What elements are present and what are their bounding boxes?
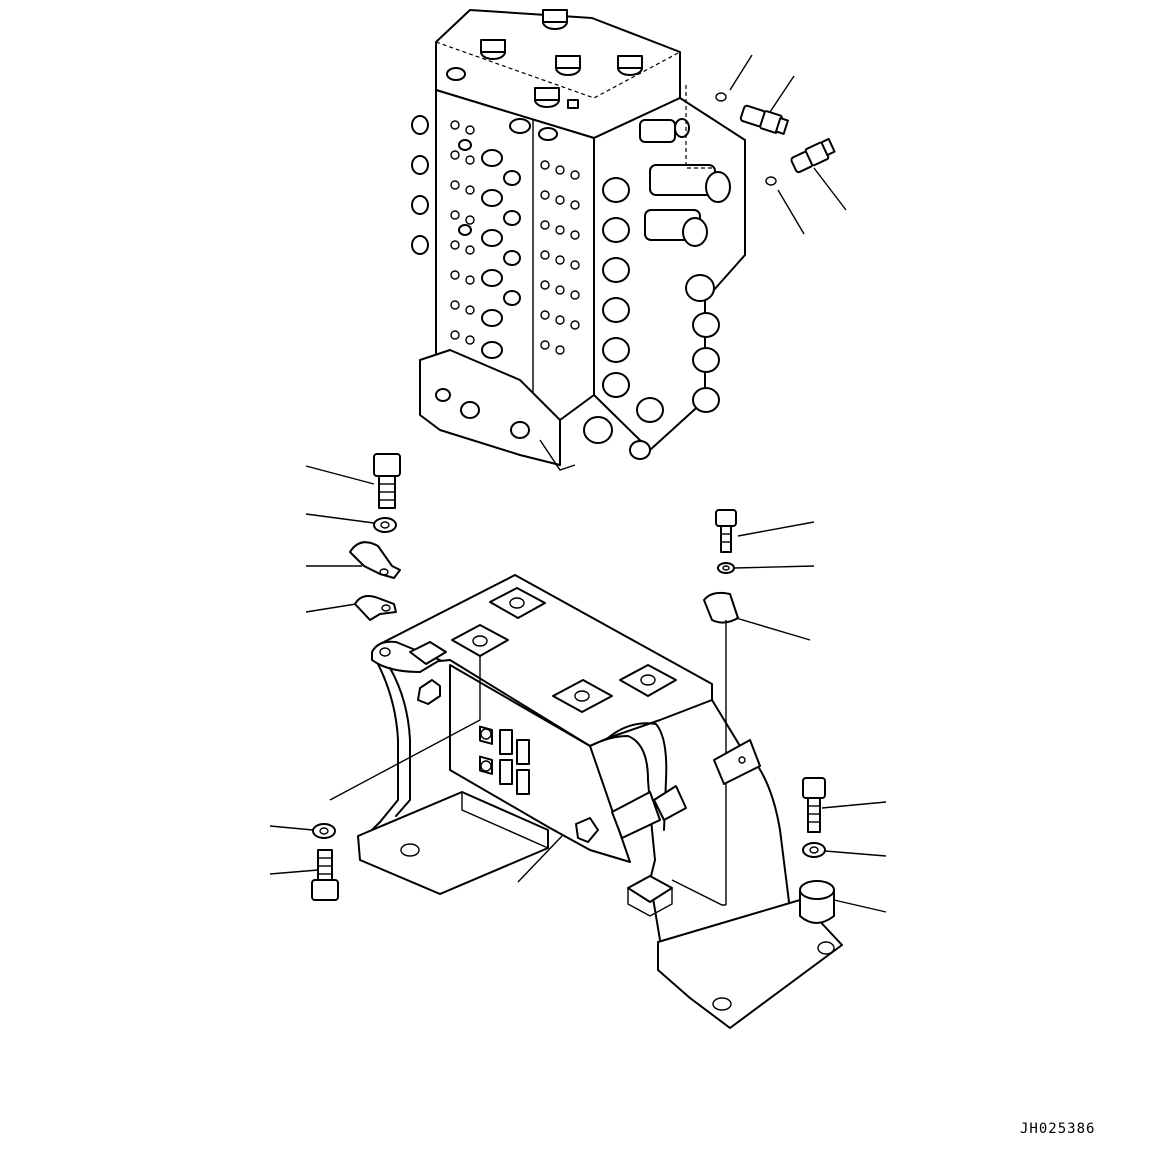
clamp-upper-left (349, 541, 401, 579)
clamp-lower-left (354, 595, 397, 621)
washer-upper-left (373, 517, 397, 533)
bolt-lower-right (802, 777, 826, 833)
pressure-sensor-lower (790, 137, 836, 174)
mounting-bracket (329, 574, 843, 1029)
control-valve-assembly (411, 9, 746, 471)
valve-left-fittings (411, 115, 521, 359)
valve-spool-caps (583, 118, 731, 460)
o-ring-upper (715, 92, 727, 102)
bolt-upper-right (715, 509, 737, 553)
o-ring-lower (765, 176, 777, 186)
bolt-lower-left (311, 849, 339, 901)
valve-bottom-cover (419, 349, 576, 471)
washer-upper-right (717, 562, 735, 574)
bolt-upper-left (373, 453, 401, 509)
drawing-code-label: JH025386 (1020, 1121, 1096, 1137)
valve-cap-bolts (446, 9, 643, 141)
leader-lines (269, 54, 887, 913)
washer-lower-right (802, 842, 826, 858)
pressure-sensor-upper (739, 104, 789, 135)
spacer-lower-right (799, 880, 835, 924)
washer-lower-left (312, 823, 336, 839)
spacer-upper-right (703, 591, 739, 624)
